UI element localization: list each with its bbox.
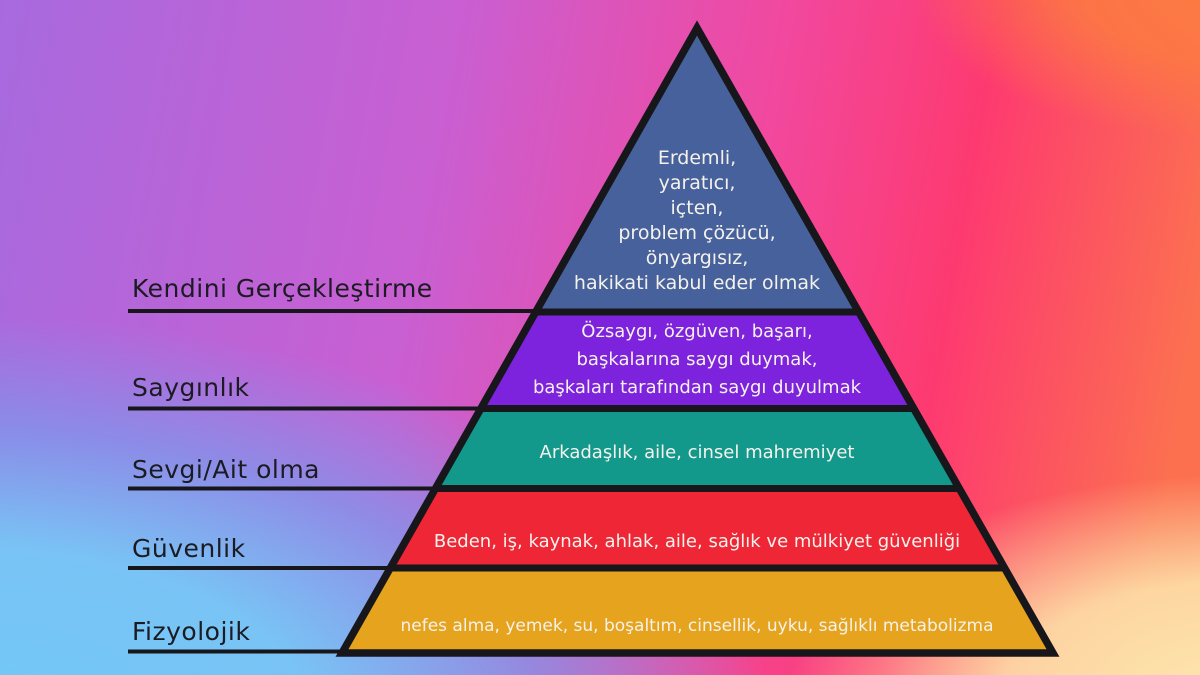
- band-safety: [342, 488, 1053, 568]
- level-label-physiological: Fizyolojik: [132, 617, 251, 646]
- band-physiological: [342, 568, 1053, 653]
- band-self-actualization: [342, 28, 1053, 312]
- pyramid-outline: [335, 20, 1060, 657]
- band-esteem: [342, 312, 1053, 409]
- level-label-safety: Güvenlik: [132, 534, 246, 563]
- level-label-love-belonging: Sevgi/Ait olma: [132, 455, 320, 484]
- level-label-esteem: Saygınlık: [132, 373, 250, 402]
- level-label-self-actualization: Kendini Gerçekleştirme: [132, 274, 433, 303]
